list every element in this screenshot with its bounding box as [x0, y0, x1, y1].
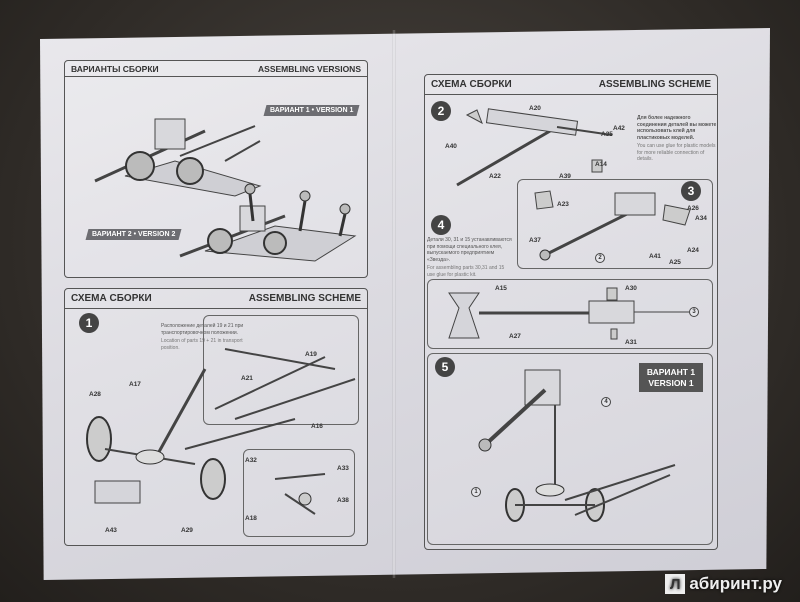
labirint-logo-icon: Л — [665, 574, 686, 594]
labirint-watermark: Л абиринт.ру — [665, 574, 782, 594]
version1-badge: ВАРИАНТ 1 • VERSION 1 — [263, 105, 360, 116]
versions-panel-header: ВАРИАНТЫ СБОРКИ ASSEMBLING VERSIONS — [65, 61, 367, 77]
part-label: A27 — [509, 333, 521, 340]
part-label: A38 — [337, 497, 349, 504]
scheme-left-title-en: ASSEMBLING SCHEME — [248, 293, 361, 304]
part-label: A17 — [129, 381, 141, 388]
scheme-right-title-ru: СХЕМА СБОРКИ — [431, 79, 512, 90]
step-3-badge: 3 — [681, 181, 701, 201]
versions-title-en: ASSEMBLING VERSIONS — [258, 63, 361, 74]
part-label: A21 — [241, 375, 253, 382]
step-5-badge: 5 — [435, 357, 455, 377]
part-label: A35 — [601, 131, 613, 138]
version2-gun-illustration — [179, 183, 357, 262]
part-label: A29 — [181, 527, 193, 534]
scheme-right-header: СХЕМА СБОРКИ ASSEMBLING SCHEME — [425, 75, 717, 95]
part-label: A26 — [687, 205, 699, 212]
part-label: A30 — [625, 285, 637, 292]
variant1-badge: ВАРИАНТ 1 VERSION 1 — [639, 363, 703, 393]
ref-circle: 1 — [471, 487, 481, 497]
step5-box — [427, 353, 713, 545]
step1-note: Расположение деталей 19 и 21 при транспо… — [161, 323, 244, 351]
scheme-left-title-ru: СХЕМА СБОРКИ — [71, 293, 152, 304]
step-2-badge: 2 — [431, 101, 451, 121]
part-label: A25 — [669, 259, 681, 266]
part-label: A18 — [245, 515, 257, 522]
part-label: A19 — [305, 351, 317, 358]
scheme-panel-right: СХЕМА СБОРКИ ASSEMBLING SCHEME Для более… — [424, 74, 718, 550]
ref-circle: 3 — [689, 307, 699, 317]
step1-carriage-drawing — [86, 348, 356, 515]
step3-barrel-drawing — [534, 190, 691, 261]
versions-title-ru: ВАРИАНТЫ СБОРКИ — [71, 63, 159, 74]
part-label: A16 — [311, 423, 323, 430]
step-1-badge: 1 — [79, 313, 99, 333]
ref-circle: 4 — [601, 397, 611, 407]
step4-note: Детали 30, 31 и 15 устанавливаются при п… — [427, 237, 512, 278]
part-label: A42 — [613, 125, 625, 132]
scheme-right-title-en: ASSEMBLING SCHEME — [598, 79, 711, 90]
part-label: A32 — [245, 457, 257, 464]
part-label: A41 — [649, 253, 661, 260]
part-label: A20 — [529, 105, 541, 112]
sheet-fold — [392, 30, 396, 578]
scheme-left-header: СХЕМА СБОРКИ ASSEMBLING SCHEME — [65, 289, 367, 309]
part-label: A37 — [529, 237, 541, 244]
versions-panel: ВАРИАНТЫ СБОРКИ ASSEMBLING VERSIONS ВАРИ… — [64, 60, 368, 278]
step2-trail-drawing — [456, 108, 613, 187]
step3-box — [517, 179, 713, 269]
version1-gun-illustration — [94, 118, 262, 197]
part-label: A14 — [595, 161, 607, 168]
version2-badge: ВАРИАНТ 2 • VERSION 2 — [85, 229, 182, 240]
scheme-panel-left: СХЕМА СБОРКИ ASSEMBLING SCHEME 1 Располо… — [64, 288, 368, 546]
watermark-text: абиринт.ру — [689, 574, 782, 593]
detail-box-a32 — [243, 449, 355, 537]
part-label: A24 — [687, 247, 699, 254]
step-4-badge: 4 — [431, 215, 451, 235]
part-label: A40 — [445, 143, 457, 150]
glue-note: Для более надежного соединения деталей в… — [637, 115, 717, 162]
part-label: A39 — [559, 173, 571, 180]
part-label: A23 — [557, 201, 569, 208]
part-label: A15 — [495, 285, 507, 292]
part-label: A43 — [105, 527, 117, 534]
part-label: A31 — [625, 339, 637, 346]
step5-assembled-gun-drawing — [478, 369, 676, 522]
step4-box — [427, 279, 713, 349]
part-label: A33 — [337, 465, 349, 472]
ref-circle: 2 — [595, 253, 605, 263]
part-label: A22 — [489, 173, 501, 180]
part-label: A28 — [89, 391, 101, 398]
part-label: A34 — [695, 215, 707, 222]
step4-mount-drawing — [448, 287, 689, 340]
